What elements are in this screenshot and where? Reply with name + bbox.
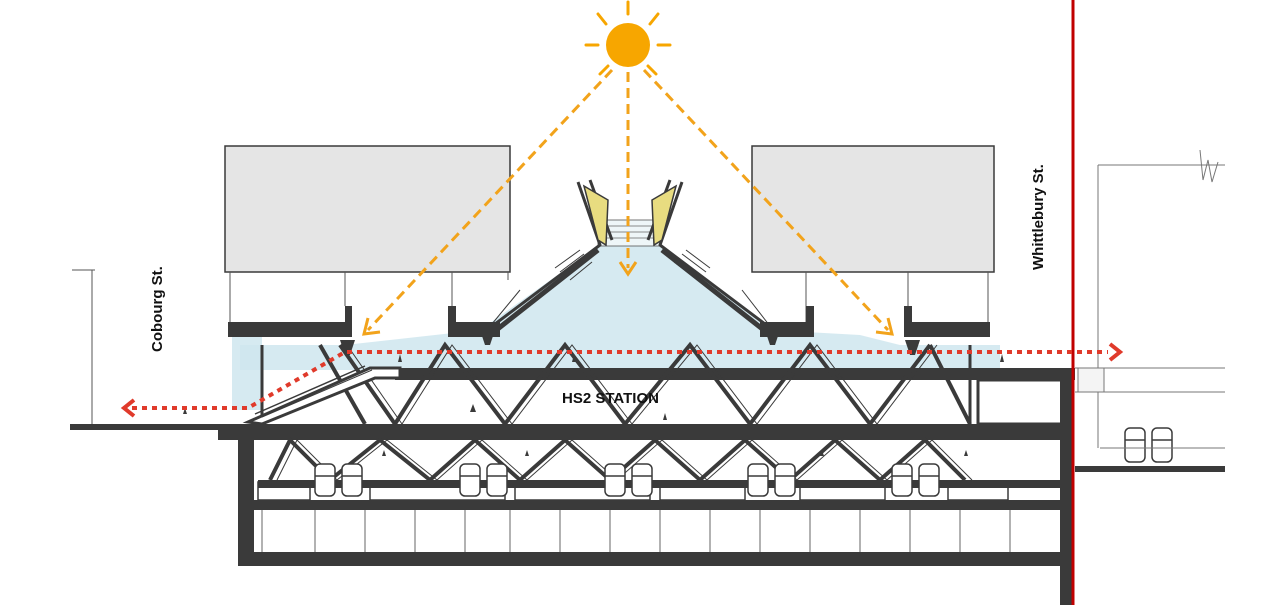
building-colonnade-left	[229, 272, 509, 322]
atrium-glazing-left-low	[232, 336, 262, 410]
pedestrian-circulation-arrow	[132, 350, 1108, 410]
train-3	[604, 463, 653, 497]
platform-slab	[258, 480, 1068, 488]
train-street-right	[1124, 427, 1173, 463]
cobourg-street-ground	[70, 424, 230, 430]
left-light-pole	[72, 269, 95, 424]
daylight-rays	[366, 68, 890, 332]
building-masses	[224, 145, 995, 322]
platform-upper-slab	[218, 424, 1068, 440]
street-label-cobourg: Cobourg St.	[149, 266, 166, 352]
base-slab	[240, 552, 1065, 566]
upper-slab-right	[904, 306, 990, 337]
train-4	[747, 463, 796, 497]
building-colonnade-right	[805, 272, 989, 322]
upper-slab-right-mid	[760, 306, 814, 337]
people-figures	[183, 354, 1004, 456]
train-5	[891, 463, 940, 497]
escalator[interactable]	[242, 365, 402, 426]
building-mass-left	[224, 145, 511, 273]
daylight-ray-arrowheads	[362, 261, 894, 336]
circulation-arrowheads	[120, 342, 1124, 418]
upper-slab-left-mid	[448, 306, 500, 337]
street-label-whittlebury: Whittlebury St.	[1030, 164, 1047, 270]
station-label: HS2 STATION	[562, 390, 659, 407]
upper-slab-left	[228, 306, 352, 337]
box-wall-right	[1060, 375, 1074, 605]
concourse-slab	[395, 368, 1075, 380]
street-slabs	[70, 306, 1225, 605]
skylight-fin-left	[582, 184, 609, 247]
trains	[314, 427, 1173, 497]
sun-icon	[584, 0, 672, 76]
skylight-fin-right	[651, 184, 678, 247]
train-1	[314, 463, 363, 497]
right-neighbour-structure	[1075, 149, 1225, 449]
box-wall-left	[238, 440, 254, 566]
lower-level-columns	[261, 510, 1011, 552]
roof-hatching	[554, 249, 711, 281]
train-2	[459, 463, 508, 497]
building-mass-right	[751, 145, 995, 273]
atrium-glazing	[240, 245, 1000, 370]
whittlebury-street-ground	[1075, 466, 1225, 472]
lower-slab	[240, 500, 1065, 510]
